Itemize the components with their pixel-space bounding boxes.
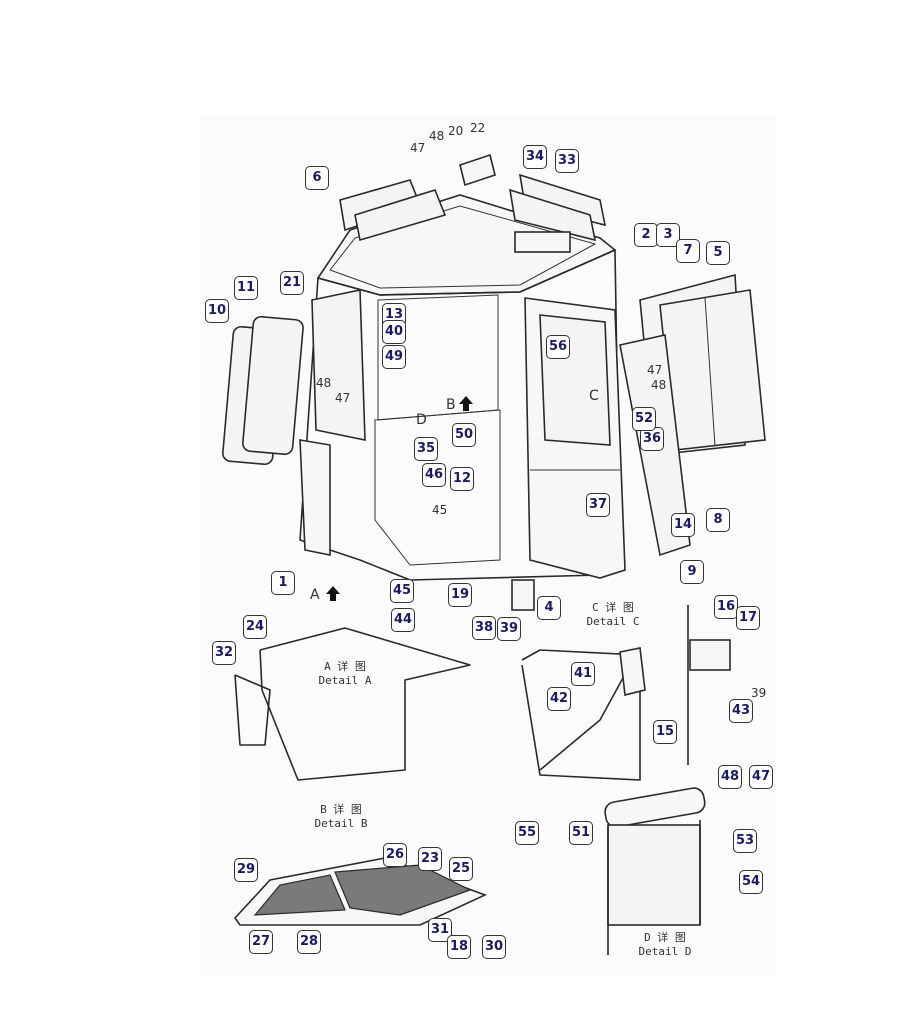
callout: 55 (515, 821, 539, 845)
callout: 8 (706, 508, 730, 532)
door-arm (539, 664, 631, 771)
callout: 29 (234, 858, 258, 882)
callout: 54 (739, 870, 763, 894)
left-pillar (299, 439, 331, 556)
callout: 44 (391, 608, 415, 632)
callout: 51 (569, 821, 593, 845)
plain-label: 47 (335, 391, 351, 405)
front-door-opening (374, 409, 501, 566)
detail-d-cn: D 详 图 (644, 931, 686, 944)
callout: 46 (422, 463, 446, 487)
roof-vent (514, 231, 571, 253)
detail-a-cn: A 详 图 (324, 660, 366, 673)
callout: 37 (586, 493, 610, 517)
callout: 23 (418, 847, 442, 871)
callout: 52 (632, 407, 656, 431)
detail-c-en: Detail C (586, 615, 640, 628)
callout: 10 (205, 299, 229, 323)
callout: 11 (234, 276, 258, 300)
sun-blind-screen (607, 824, 701, 926)
arrow-b-label: B (446, 397, 456, 413)
callout: 32 (212, 641, 236, 665)
callout: 33 (555, 149, 579, 173)
detail-b-en: Detail B (314, 817, 368, 830)
sun-blind-roller (604, 787, 706, 828)
callout: 28 (297, 930, 321, 954)
callout: 42 (547, 687, 571, 711)
detail-d-en: Detail D (638, 945, 692, 958)
callout: 5 (706, 241, 730, 265)
plain-label: 20 (448, 124, 464, 138)
latch-block (689, 639, 731, 671)
callout: 16 (714, 595, 738, 619)
callout: 24 (243, 615, 267, 639)
hinge-plate (511, 579, 535, 611)
callout: 15 (653, 720, 677, 744)
callout: 34 (523, 145, 547, 169)
plain-label: 48 (429, 129, 445, 143)
detail-b-cn: B 详 图 (320, 803, 362, 816)
plain-label: 48 (651, 378, 667, 392)
callout: 56 (546, 335, 570, 359)
callout: 45 (390, 579, 414, 603)
plain-label: 47 (647, 363, 663, 377)
callout: 17 (736, 606, 760, 630)
plain-label: 22 (470, 121, 486, 135)
rear-window-34 (508, 188, 597, 242)
plain-label: 45 (432, 503, 448, 517)
callout: 1 (271, 571, 295, 595)
callout: 25 (449, 857, 473, 881)
detail-c-cn: C 详 图 (592, 601, 634, 614)
detail-a-caption: A 详 图 Detail A (300, 660, 390, 688)
callout: 43 (729, 699, 753, 723)
callout: 53 (733, 829, 757, 853)
callout: 39 (497, 617, 521, 641)
detail-d-caption: D 详 图 Detail D (620, 931, 710, 959)
left-side-window (311, 289, 366, 441)
callout: 30 (482, 935, 506, 959)
callout: 35 (414, 437, 438, 461)
callout: 14 (671, 513, 695, 537)
arrow-d-label: D (416, 412, 427, 428)
detail-b-caption: B 详 图 Detail B (296, 803, 386, 831)
callout: 38 (472, 616, 496, 640)
arrow-a-label: A (310, 587, 320, 603)
callout: 2 (634, 223, 658, 247)
callout: 9 (680, 560, 704, 584)
callout: 27 (249, 930, 273, 954)
callout: 36 (640, 427, 664, 451)
roof-hatch (459, 153, 496, 187)
callout: 49 (382, 345, 406, 369)
detail-a-frame (259, 627, 471, 781)
detail-c-caption: C 详 图 Detail C (568, 601, 658, 629)
window-11 (242, 315, 304, 456)
callout: 18 (447, 935, 471, 959)
callout: 40 (382, 320, 406, 344)
callout: 21 (280, 271, 304, 295)
detail-a-en: Detail A (318, 674, 372, 687)
callout: 12 (450, 467, 474, 491)
plain-label: 47 (410, 141, 426, 155)
detail-c-door-frame (521, 649, 641, 781)
plain-label: 48 (316, 376, 332, 390)
arrow-b (459, 396, 473, 411)
callout: 7 (676, 239, 700, 263)
callout: 6 (305, 166, 329, 190)
callout: 50 (452, 423, 476, 447)
callout: 47 (749, 765, 773, 789)
rear-window-6b (354, 189, 447, 242)
callout: 48 (718, 765, 742, 789)
callout: 26 (383, 843, 407, 867)
callout: 41 (571, 662, 595, 686)
arrow-c-label: C (589, 388, 599, 404)
plain-label: 39 (751, 686, 767, 700)
callout: 4 (537, 596, 561, 620)
callout: 19 (448, 583, 472, 607)
arrow-a (326, 586, 340, 601)
